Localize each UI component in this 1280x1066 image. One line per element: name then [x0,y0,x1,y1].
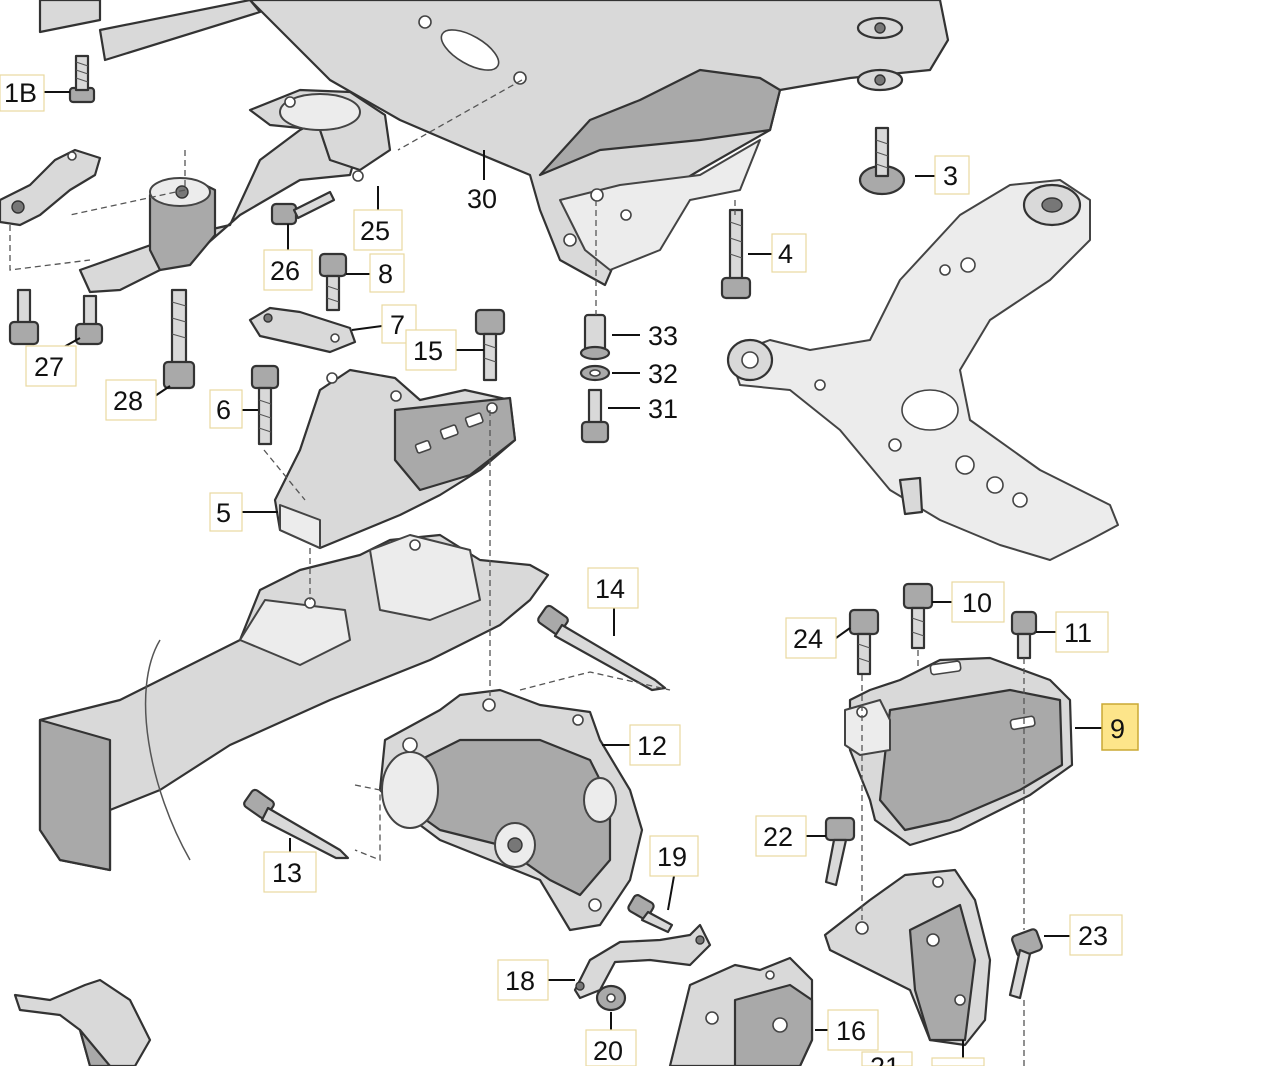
callout-18[interactable]: 18 [497,959,549,1001]
bolt-31[interactable] [580,388,610,444]
bolt-15[interactable] [474,308,506,382]
callout-13-text: 13 [272,858,302,888]
callout-13[interactable]: 13 [263,851,317,893]
callout-11[interactable]: 11 [1055,611,1109,653]
callout-25[interactable]: 25 [353,209,403,251]
pendulum-support-part[interactable] [78,88,392,294]
bolt-1B[interactable] [68,54,96,104]
washer-32[interactable] [579,364,611,382]
callout-22[interactable]: 22 [755,815,807,857]
callout-4[interactable]: 4 [771,233,807,273]
bracket-7-part[interactable] [248,306,357,354]
stabilizer-bracket-part [13,978,152,1066]
callout-32-text: 32 [648,359,678,389]
callout-28[interactable]: 28 [105,379,157,421]
subframe-part[interactable] [38,0,950,287]
bolt-10[interactable] [902,582,934,650]
bolt-3[interactable] [858,126,906,196]
alignment-lines [9,79,1025,1066]
callout-19[interactable]: 19 [649,835,699,877]
callout-9-text: 9 [1110,714,1125,744]
nut-20[interactable] [595,984,627,1012]
small-bracket-part [0,148,102,227]
bolt-23[interactable] [1008,928,1043,1000]
callout-23[interactable]: 23 [1069,914,1123,956]
sleeve-33[interactable] [579,313,611,361]
callout-6[interactable]: 6 [209,389,243,429]
callout-3-text: 3 [943,161,958,191]
mount-bracket-lower-part [823,868,992,1047]
bolt-19[interactable] [627,894,674,934]
callout-18-text: 18 [505,966,535,996]
engine-mount-bracket-12-part[interactable] [378,688,644,932]
callout-28-text: 28 [113,386,143,416]
callout-15[interactable]: 15 [405,329,457,371]
callout-33-text: 33 [648,321,678,351]
callout-20-text: 20 [593,1036,623,1066]
callout-32[interactable]: 32 [648,359,678,389]
callout-27[interactable]: 27 [25,345,77,387]
callout-9[interactable]: 9 [1101,703,1139,751]
callout-3[interactable]: 3 [934,155,970,195]
callout-16-text: 16 [836,1016,866,1046]
callout-10[interactable]: 10 [951,581,1005,623]
callout-26-text: 26 [270,256,300,286]
callout-4-text: 4 [778,239,793,269]
callout-27-text: 27 [34,352,64,382]
callout-8-text: 8 [378,259,393,289]
callout-21-text: 21 [870,1052,900,1066]
bolt-24[interactable] [848,608,880,676]
callout-10-text: 10 [962,588,992,618]
bracket-16-part[interactable] [668,956,814,1066]
engine-mount-9-part[interactable] [844,656,1074,847]
callout-24[interactable]: 24 [785,617,837,659]
callout-20[interactable]: 20 [585,1029,637,1066]
callout-26[interactable]: 26 [263,249,313,291]
bolt-28[interactable] [162,288,196,390]
leader-lines [44,91,1102,1060]
callout-19-text: 19 [657,842,687,872]
callout-24-text: 24 [793,624,823,654]
callout-partial-box [931,1057,985,1066]
callout-6-text: 6 [216,395,231,425]
callout-31[interactable]: 31 [648,394,678,424]
callout-11-text: 11 [1064,618,1092,648]
engine-mount-left-part[interactable] [273,368,517,550]
callout-16[interactable]: 16 [827,1009,879,1051]
bolt-26[interactable] [270,190,336,226]
bolt-6[interactable] [250,364,280,446]
callout-31-text: 31 [648,394,678,424]
callout-12[interactable]: 12 [629,724,681,766]
callout-23-text: 23 [1078,921,1108,951]
callout-1B-text: 1B [4,78,37,108]
callout-7-text: 7 [390,310,405,340]
callout-8[interactable]: 8 [369,253,405,293]
callout-14[interactable]: 14 [587,567,639,609]
callout-30-text: 30 [467,184,497,214]
callout-33[interactable]: 33 [648,321,678,351]
bolt-11[interactable] [1010,610,1038,660]
bolt-27[interactable] [8,288,104,346]
callout-5-text: 5 [216,498,231,528]
callout-1B[interactable]: 1B [0,74,45,112]
bolt-8[interactable] [318,252,348,312]
callout-14-text: 14 [595,574,625,604]
callout-12-text: 12 [637,731,667,761]
callout-25-text: 25 [360,216,390,246]
bolt-13[interactable] [243,788,350,860]
callout-5[interactable]: 5 [209,492,243,532]
bolt-4[interactable] [720,208,752,300]
callout-21[interactable]: 21 [861,1051,913,1066]
wishbone-part [726,179,1119,561]
callout-22-text: 22 [763,822,793,852]
callout-15-text: 15 [413,336,443,366]
callout-30[interactable]: 30 [467,184,497,214]
bolt-14[interactable] [537,604,667,692]
gearbox-housing-part [38,533,550,872]
bolt-22[interactable] [824,816,856,887]
